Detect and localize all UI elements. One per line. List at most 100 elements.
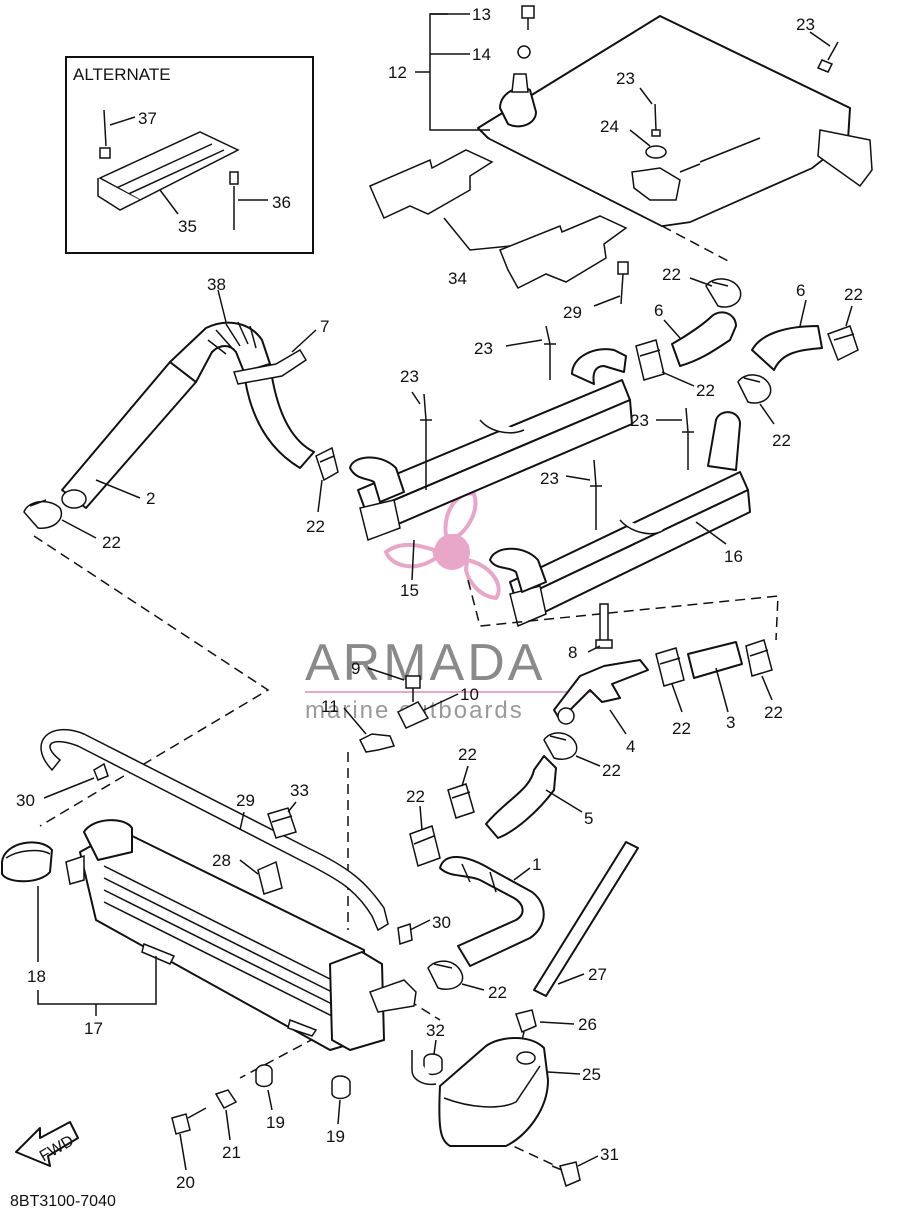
- leader-22-b: [689, 277, 713, 287]
- leader-3: [715, 667, 729, 713]
- leader-19-b: [337, 1099, 341, 1125]
- callout-8: 8: [568, 643, 577, 662]
- callout-22-j: 22: [458, 745, 477, 764]
- leader-22-j: [461, 765, 469, 787]
- manifold-15-base: [365, 399, 633, 537]
- leader-30-right: [409, 919, 431, 931]
- leader-20: [179, 1133, 187, 1171]
- leader-10: [423, 693, 459, 711]
- bolt-23-cover-a: [651, 103, 661, 137]
- hose-5: [485, 755, 557, 839]
- callout-22-g: 22: [672, 719, 691, 738]
- tube-29: [40, 729, 389, 932]
- bracket-35: [98, 131, 240, 201]
- leader-30-left: [43, 777, 95, 799]
- callout-22-l: 22: [488, 983, 507, 1002]
- leader-7: [291, 329, 317, 353]
- dash-cover-to-29: [661, 225, 731, 263]
- nut-14: [517, 45, 531, 59]
- leader-9: [367, 667, 405, 681]
- clip-33: [267, 807, 297, 839]
- watermark: ARMADA marine outboards: [305, 491, 605, 724]
- manifold-16-base: [515, 489, 751, 625]
- callout-24: 24: [600, 117, 619, 136]
- leader-22-h: [761, 675, 773, 701]
- bolt-37: [99, 109, 111, 159]
- leader-35: [159, 189, 179, 215]
- clip-30-right: [397, 922, 413, 946]
- cooler-filler-neck: [83, 819, 133, 861]
- leader-6-left: [663, 319, 681, 339]
- callout-26: 26: [578, 1015, 597, 1034]
- leader-2: [95, 479, 141, 499]
- leader-23-cover-a: [639, 87, 653, 105]
- callout-6-a: 6: [654, 301, 663, 320]
- dash-bolt31: [499, 1139, 557, 1167]
- clamp-28: [257, 860, 283, 895]
- manifold-16-elbow-left: [489, 547, 547, 593]
- pipe-2-end: [61, 489, 87, 509]
- clip-30-left: [93, 762, 109, 781]
- bolt-8: [595, 603, 613, 649]
- callout-33: 33: [290, 781, 309, 800]
- cover-slot: [699, 137, 761, 163]
- callout-38: 38: [207, 275, 226, 294]
- callout-11: 11: [321, 697, 339, 716]
- hose-38-lower: [243, 363, 315, 469]
- elbow-11: [358, 733, 396, 753]
- callout-16: 16: [724, 547, 743, 566]
- clip-10: [396, 701, 430, 729]
- leader-6-right: [799, 299, 807, 327]
- bracket-35-lip: [111, 143, 225, 197]
- pipe-2: [61, 361, 197, 509]
- leader-23-m15-a: [505, 339, 543, 347]
- callout-5: 5: [584, 809, 593, 828]
- callout-31: 31: [600, 1145, 619, 1164]
- manifold-16-seam: [619, 519, 665, 535]
- hose-6-left: [671, 311, 737, 367]
- callout-4: 4: [626, 737, 635, 756]
- clamp-22-a: [635, 339, 665, 381]
- callout-3: 3: [726, 713, 735, 732]
- inset-title: ALTERNATE: [73, 65, 171, 84]
- callout-25: 25: [582, 1065, 601, 1084]
- clamp-22-k: [409, 825, 441, 867]
- cooler-outlet: [369, 979, 417, 1013]
- leader-34: [443, 217, 511, 251]
- hose-3: [687, 641, 743, 679]
- manifold-15: 23 23 15: [349, 325, 633, 600]
- leader-29-top: [593, 295, 621, 307]
- callout-27: 27: [588, 965, 607, 984]
- cooler-endcap: [329, 951, 385, 1051]
- washer-24: [645, 145, 667, 159]
- leader-23-m15-b: [411, 391, 421, 405]
- fwd-arrow: FWD: [15, 1121, 79, 1167]
- hose-6-right: [751, 325, 823, 371]
- fitting-26: [515, 1009, 537, 1041]
- callout-22-a: 22: [306, 517, 325, 536]
- manifold-16-flange: [509, 585, 547, 628]
- watermark-brand: ARMADA: [305, 634, 545, 692]
- clamp-7: [233, 348, 308, 385]
- callout-23-a: 23: [616, 69, 635, 88]
- clamp-22-h: [745, 639, 773, 677]
- leader-37: [109, 116, 136, 126]
- leader-22-left: [61, 519, 97, 539]
- callout-18: 18: [27, 967, 46, 986]
- callout-13: 13: [472, 5, 491, 24]
- gaskets-34: 34 29: [369, 149, 629, 322]
- bolt-23-cover-b: [816, 41, 839, 73]
- callout-6-b: 6: [796, 281, 805, 300]
- drawing-code: 8BT3100-7040: [10, 1193, 116, 1210]
- alternate-inset: ALTERNATE 37 35 36: [65, 56, 314, 254]
- leader-5: [545, 789, 583, 813]
- leader-26: [539, 1021, 575, 1025]
- cooler-fins: [103, 865, 349, 1025]
- bellows-38-ribs: [207, 321, 257, 355]
- leader-21: [225, 1109, 231, 1141]
- leader-25: [547, 1071, 581, 1075]
- callout-29-a: 29: [563, 303, 582, 322]
- leader-28: [239, 859, 259, 875]
- heat-exchanger: 29 33 28 30 30 18 17: [1, 729, 451, 1051]
- callout-23-d: 23: [400, 367, 419, 386]
